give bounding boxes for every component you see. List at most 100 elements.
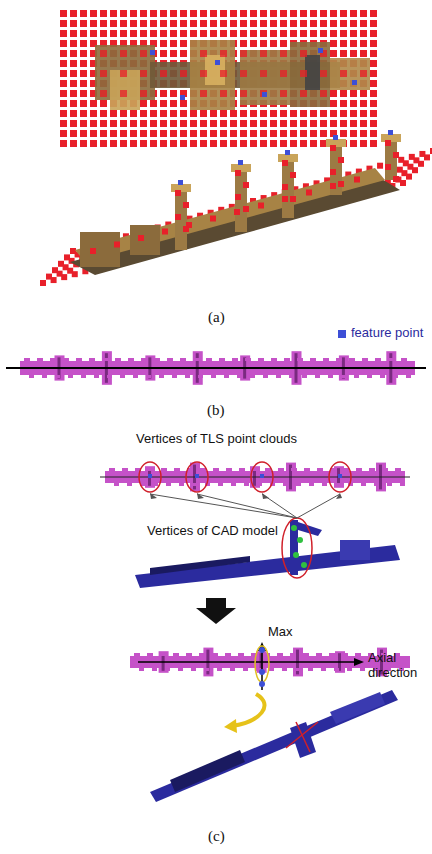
cloud-speck — [120, 375, 125, 378]
point-square — [200, 140, 207, 147]
point-square — [270, 120, 277, 127]
point-square — [160, 120, 167, 127]
point-square — [230, 30, 237, 37]
point-square — [140, 50, 147, 57]
point-square — [70, 70, 77, 77]
point-square — [120, 90, 127, 97]
point-square — [280, 140, 287, 147]
point-grid-top — [60, 10, 377, 147]
point-square — [80, 110, 87, 117]
point-square — [240, 90, 247, 97]
machine-part — [110, 70, 140, 110]
point-square — [370, 110, 377, 117]
point-square — [360, 50, 367, 57]
cloud-speck — [133, 375, 138, 378]
cad-part — [170, 750, 245, 792]
point-square — [70, 140, 77, 147]
point-square — [260, 70, 267, 77]
cloud-speck — [263, 375, 268, 378]
point-square — [160, 70, 167, 77]
cloud-speck — [269, 668, 274, 671]
point-square — [72, 271, 78, 277]
point-square — [70, 50, 77, 57]
vertex-dot — [297, 537, 303, 543]
point-square — [340, 40, 347, 47]
point-square — [220, 130, 227, 137]
point-square — [160, 130, 167, 137]
cad-model — [135, 520, 400, 588]
point-square — [243, 206, 249, 212]
point-square — [160, 70, 167, 77]
point-square — [60, 30, 67, 37]
cloud-speck — [193, 358, 199, 361]
cloud-speck — [321, 668, 326, 671]
point-square — [350, 110, 357, 117]
cloud-speck — [29, 375, 34, 378]
cloud-speck — [349, 358, 355, 361]
cloud-speck — [271, 358, 277, 361]
point-square — [60, 10, 67, 17]
machine-part — [95, 45, 155, 100]
cloud-speck — [355, 653, 361, 656]
subfigure-label: (a) — [208, 309, 225, 326]
cad-part — [150, 556, 250, 575]
point-square — [114, 242, 120, 248]
cloud-speck — [245, 358, 251, 361]
point-square — [360, 120, 367, 127]
cloud-speck — [295, 668, 300, 671]
point-square — [70, 60, 77, 67]
cloud-speck — [114, 483, 119, 486]
point-square — [80, 40, 87, 47]
cloud-speck — [250, 375, 255, 378]
cloud-speck — [141, 358, 147, 361]
point-square — [340, 70, 347, 77]
point-square — [240, 50, 247, 57]
point-square — [160, 110, 167, 117]
point-square — [340, 110, 347, 117]
cloud-speck — [160, 653, 166, 656]
cloud-speck — [224, 375, 229, 378]
point-square — [160, 40, 167, 47]
cad-frame — [150, 690, 398, 802]
point-square — [220, 90, 227, 97]
point-square — [370, 50, 377, 57]
point-square — [160, 20, 167, 27]
point-square — [200, 120, 207, 127]
cloud-speck — [238, 653, 244, 656]
point-square — [290, 20, 297, 27]
point-square — [350, 20, 357, 27]
point-square — [310, 30, 317, 37]
point-square — [130, 10, 137, 17]
cloud-speck — [239, 468, 245, 471]
point-square — [258, 203, 264, 209]
cloud-speck — [232, 358, 238, 361]
point-square — [220, 50, 227, 57]
point-square — [180, 140, 187, 147]
cloud-speck — [257, 483, 262, 486]
point-square — [70, 40, 77, 47]
point-square — [240, 140, 247, 147]
point-square — [320, 70, 327, 77]
point-square — [90, 120, 97, 127]
point-square — [280, 30, 287, 37]
point-square — [282, 196, 288, 202]
vertex-dot — [259, 681, 265, 687]
point-square — [330, 50, 337, 57]
point-square — [200, 10, 207, 17]
cloud-speck — [302, 375, 307, 378]
highlight-ellipse — [251, 462, 273, 492]
cloud-speck — [316, 653, 322, 656]
point-square — [385, 164, 391, 170]
point-square — [100, 50, 107, 57]
cloud-speck — [283, 483, 288, 486]
cloud-speck — [63, 358, 69, 361]
point-square — [190, 30, 197, 37]
cad-part — [330, 692, 385, 724]
point-square — [234, 209, 240, 215]
point-square — [130, 30, 137, 37]
point-square — [360, 10, 367, 17]
tower — [235, 170, 247, 232]
point-square — [70, 90, 77, 97]
point-square — [240, 30, 247, 37]
point-square — [370, 60, 377, 67]
